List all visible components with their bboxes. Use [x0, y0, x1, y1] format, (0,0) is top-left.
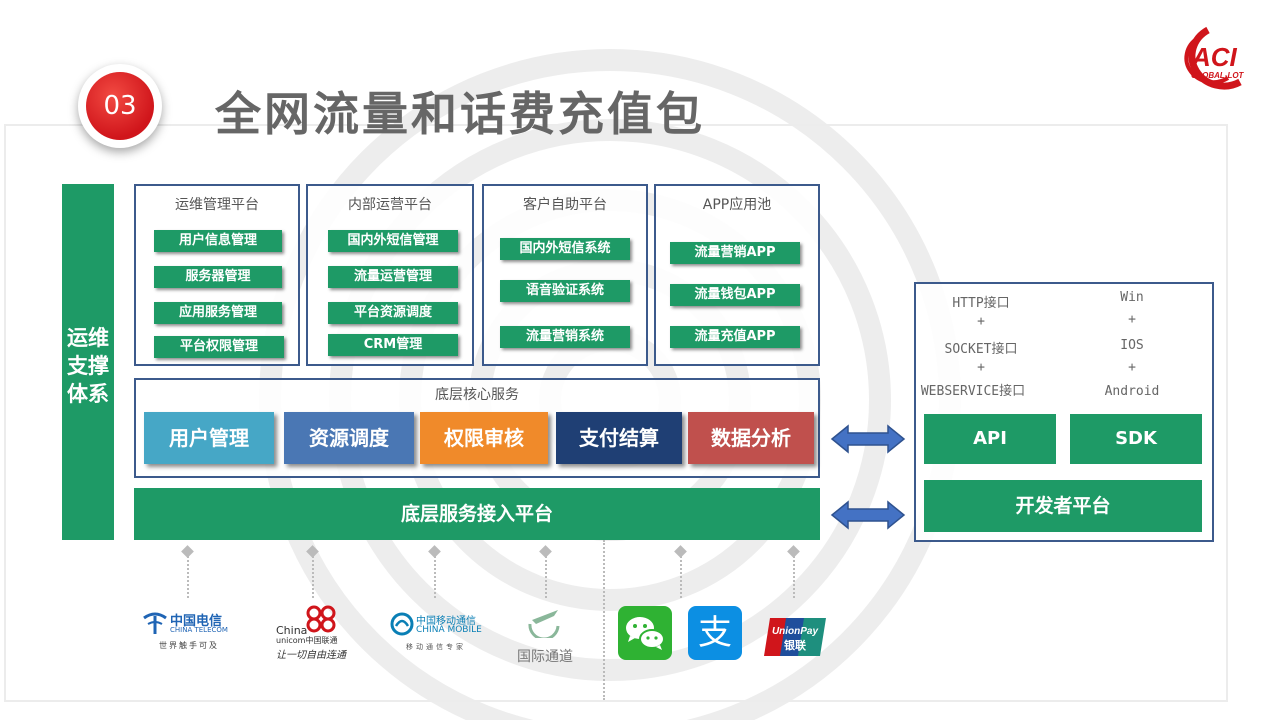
panel-title: 底层核心服务	[435, 387, 519, 403]
item-platform-permission-mgmt: 平台权限管理	[154, 336, 284, 358]
item-traffic-ops-mgmt: 流量运营管理	[328, 266, 458, 288]
panel-ops-management: 运维管理平台 用户信息管理 服务器管理 应用服务管理 平台权限管理	[134, 184, 300, 366]
panel-title: 运维管理平台	[175, 197, 259, 213]
item-crm-mgmt: CRM管理	[328, 334, 458, 356]
sdk-box: SDK	[1070, 414, 1202, 464]
section-number: 03	[86, 72, 154, 140]
aci-logo: ACI GLOBAL-LOT	[1184, 26, 1245, 90]
logo-sub-text: GLOBAL-LOT	[1191, 71, 1245, 80]
wechat-icon	[626, 617, 665, 650]
unicom-en-2: unicom中国联通	[276, 636, 338, 645]
item-traffic-marketing-system: 流量营销系统	[500, 326, 630, 348]
telecom-icon	[143, 612, 167, 634]
item-sms-system: 国内外短信系统	[500, 238, 630, 260]
telecom-slogan: 世界触手可及	[159, 641, 219, 650]
platform-android: Android	[1104, 384, 1160, 399]
ops-support-line-2: 支撑	[67, 354, 109, 378]
core-payment-settlement: 支付结算	[556, 412, 682, 464]
panel-core-services: 底层核心服务 用户管理 资源调度 权限审核 支付结算 数据分析	[134, 378, 820, 478]
unicom-en-1: China	[276, 624, 308, 637]
interface-webservice: WEBSERVICE接口	[920, 384, 1026, 399]
ops-support-line-3: 体系	[67, 382, 109, 406]
connector-line	[680, 556, 682, 598]
panel-customer-self-service: 客户自助平台 国内外短信系统 语音验证系统 流量营销系统	[482, 184, 648, 366]
unionpay-en: UnionPay	[772, 626, 819, 637]
unicom-slogan: 让一切自由连通	[276, 650, 346, 661]
item-traffic-marketing-app: 流量营销APP	[670, 242, 800, 264]
platform-plus: +	[1128, 360, 1136, 375]
connector-line	[434, 556, 436, 598]
telecom-cn-name: 中国电信	[170, 614, 223, 629]
unionpay-logo: UnionPay 银联	[764, 616, 826, 658]
item-traffic-recharge-app: 流量充值APP	[670, 326, 800, 348]
china-unicom-logo: China unicom中国联通 让一切自由连通	[274, 604, 354, 661]
mobile-icon	[390, 612, 414, 636]
developer-panel: HTTP接口 + SOCKET接口 + WEBSERVICE接口 Win + I…	[914, 282, 1214, 542]
mobile-en-name: CHINA MOBILE	[416, 625, 482, 635]
panel-app-pool: APP应用池 流量营销APP 流量钱包APP 流量充值APP	[654, 184, 820, 366]
international-channel-label: 国际通道	[517, 649, 573, 665]
api-box: API	[924, 414, 1056, 464]
item-voice-verification: 语音验证系统	[500, 280, 630, 302]
connector-line	[793, 556, 795, 598]
divider-line	[603, 540, 605, 700]
logo-main-text: ACI	[1191, 42, 1238, 72]
item-traffic-wallet-app: 流量钱包APP	[670, 284, 800, 306]
ops-support-line-1: 运维	[67, 326, 109, 350]
international-channel: 国际通道	[508, 604, 582, 668]
interface-plus: +	[977, 360, 985, 375]
panel-title: 客户自助平台	[523, 197, 607, 213]
china-mobile-logo: 中国移动通信 CHINA MOBILE 移动通信专家	[390, 612, 486, 656]
panel-internal-ops: 内部运营平台 国内外短信管理 流量运营管理 平台资源调度 CRM管理	[306, 184, 474, 366]
access-platform-bar: 底层服务接入平台	[134, 488, 820, 540]
core-permission-review: 权限审核	[420, 412, 548, 464]
interface-http: HTTP接口	[952, 296, 1010, 311]
page-title: 全网流量和话费充值包	[215, 87, 705, 141]
platform-plus: +	[1128, 312, 1136, 327]
unionpay-icon: UnionPay 银联	[764, 618, 826, 656]
content-frame	[4, 124, 1228, 702]
item-server-mgmt: 服务器管理	[154, 266, 282, 288]
core-data-analysis: 数据分析	[688, 412, 814, 464]
item-app-service-mgmt: 应用服务管理	[154, 302, 282, 324]
telecom-en-name: CHINA TELECOM	[170, 626, 228, 634]
double-arrow-icon	[830, 424, 906, 454]
item-resource-scheduling: 平台资源调度	[328, 302, 458, 324]
unionpay-cn: 银联	[784, 638, 806, 652]
mobile-cn-name: 中国移动通信	[416, 616, 476, 627]
item-user-info-mgmt: 用户信息管理	[154, 230, 282, 252]
panel-title: 内部运营平台	[348, 197, 432, 213]
platform-win: Win	[1120, 290, 1144, 305]
interface-plus: +	[977, 314, 985, 329]
unicom-knot-icon	[306, 605, 336, 633]
ops-support-bar: 运维 支撑 体系	[62, 184, 114, 540]
item-sms-mgmt: 国内外短信管理	[328, 230, 458, 252]
platform-ios: IOS	[1120, 338, 1144, 353]
alipay-logo: 支	[688, 606, 742, 660]
connector-line	[312, 556, 314, 598]
connector-line	[187, 556, 189, 598]
china-telecom-logo: 中国电信 CHINA TELECOM 世界触手可及	[140, 610, 236, 656]
section-number-badge: 03	[78, 64, 162, 148]
wechat-logo	[618, 606, 672, 660]
double-arrow-icon	[830, 500, 906, 530]
airplane-globe-icon	[528, 610, 560, 638]
panel-title: APP应用池	[702, 197, 772, 213]
connector-line	[545, 556, 547, 598]
mobile-slogan: 移动通信专家	[406, 643, 466, 651]
developer-platform-box: 开发者平台	[924, 480, 1202, 532]
core-user-mgmt: 用户管理	[144, 412, 274, 464]
interface-socket: SOCKET接口	[944, 342, 1018, 357]
core-resource-scheduling: 资源调度	[284, 412, 414, 464]
